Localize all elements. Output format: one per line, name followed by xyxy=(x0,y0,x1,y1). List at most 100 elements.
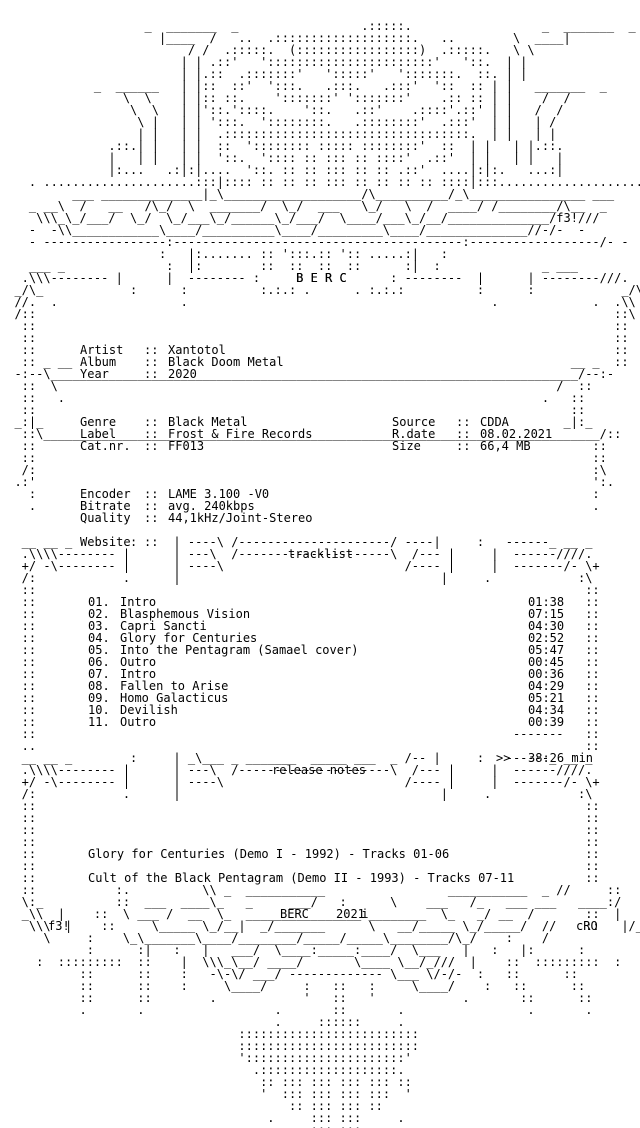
ascii-line: :: :: . ' :: ' . :: :: xyxy=(0,991,593,1005)
ascii-line: \:_ :: ___ ____\_ _ ___/ : \ ___ /_ ___ … xyxy=(0,895,622,909)
track-time: 00:36 xyxy=(528,667,565,681)
ascii-line: /: :\ xyxy=(0,463,607,477)
rdate-value: 08.02.2021 xyxy=(480,427,553,441)
ascii-line: :: :: xyxy=(0,619,600,633)
ascii-line: :: :: xyxy=(0,799,600,813)
ascii-line: .\\\\-------- | | ---\ /----------------… xyxy=(0,763,593,777)
ascii-line: - -\\____________\____/__________\____/_… xyxy=(0,223,586,237)
ascii-line: . . . :: . . . xyxy=(0,1003,593,1017)
ascii-line: _ _______ _ .:::::. _ _______ _ xyxy=(0,20,636,33)
ascii-line: . :::::: . xyxy=(0,1015,405,1029)
ascii-line: -:--\___________________________________… xyxy=(0,367,615,381)
release-note: Cult of the Black Pentagram (Demo II - 1… xyxy=(88,871,515,885)
footer-year: 2021 xyxy=(336,907,365,921)
album-value: Black Doom Metal xyxy=(168,355,284,369)
ascii-line: ::\_____________________________________… xyxy=(0,427,622,441)
ascii-line: :: :: xyxy=(0,679,600,693)
website-sep: :: xyxy=(144,535,159,549)
ascii-line: :: :: xyxy=(0,715,600,729)
ascii-line: . ::: ::: . xyxy=(0,1124,383,1128)
ascii-line: :: ------- :: xyxy=(0,727,600,741)
ascii-line: :: :: xyxy=(0,439,607,453)
ascii-line: :: :: xyxy=(0,835,600,849)
label-sep: :: xyxy=(144,427,159,441)
ascii-line: ___ _ : |: :: :: :: :: :| : _ ___ xyxy=(0,259,578,273)
track-time: 00:45 xyxy=(528,655,565,669)
label-label: Label xyxy=(80,427,117,441)
encoder-value: LAME 3.100 -V0 xyxy=(168,487,270,501)
ascii-line: . . xyxy=(0,499,600,513)
ascii-line: :: :: xyxy=(0,451,607,465)
tracklist-heading: tracklist xyxy=(288,547,354,561)
track-number: 06. xyxy=(88,655,110,669)
catnr-label: Cat.nr. xyxy=(80,439,131,453)
track-number: 02. xyxy=(88,607,110,621)
artist-value: Xantotol xyxy=(168,343,226,357)
ascii-line: :: :: xyxy=(0,667,600,681)
ascii-line: :: :: xyxy=(0,319,629,333)
ascii-line: :: :: : \____/ : :: : \____/ : :: :: xyxy=(0,979,586,993)
ascii-line: /:: ::\ xyxy=(0,307,636,321)
ascii-line: |____ / .. .:::::::::::::::::::. .. \ __… xyxy=(0,31,571,45)
ascii-line: \\\_\_/___/ \_/ \_/___\_/______\_/___/ \… xyxy=(0,211,600,225)
ascii-line: ::::::::::::::::::::::::: xyxy=(0,1027,420,1041)
ascii-line: \ \ | |:: ::. ':::::::' ':::::::' .:: ::… xyxy=(0,91,571,105)
year-sep: :: xyxy=(144,367,159,381)
track-number: 10. xyxy=(88,703,110,717)
track-number: 03. xyxy=(88,619,110,633)
source-value: CDDA xyxy=(480,415,509,429)
ascii-line: :: :: xyxy=(0,331,629,345)
track-title: Outro xyxy=(120,655,157,669)
catnr-sep: :: xyxy=(144,439,159,453)
ascii-line: +/ -\-------- | | ----\ /---- | | ------… xyxy=(0,559,600,573)
ascii-line: ::::::::::::::::::::::::: xyxy=(0,1039,420,1053)
album-label: Album xyxy=(80,355,117,369)
ascii-line: :: :: xyxy=(0,847,600,861)
ascii-line: ___ ______________|_\___________________… xyxy=(0,187,615,201)
ascii-line: - -----------------:--------------------… xyxy=(0,235,629,249)
ascii-line: _:|_ _|:_ xyxy=(0,415,593,429)
ascii-line: _\\ | :: \ ___ / __ \_ ________________i… xyxy=(0,907,622,921)
track-time: 04:34 xyxy=(528,703,565,717)
ascii-line: \ : \_\_______\____/________/_____/_____… xyxy=(0,931,550,945)
ascii-line: :: :: xyxy=(0,691,600,705)
ascii-line: .:::::::::::::::::::. xyxy=(0,1063,405,1077)
ascii-line: __ __ _ : | ----\ /---------------------… xyxy=(0,535,593,549)
track-number: 04. xyxy=(88,631,110,645)
footer-tag-right: cRO xyxy=(576,919,598,933)
track-title: Fallen to Arise xyxy=(120,679,229,693)
track-title: Intro xyxy=(120,667,157,681)
size-sep: :: xyxy=(456,439,471,453)
total-time: 38:26 min xyxy=(528,751,594,765)
genre-sep: :: xyxy=(144,415,159,429)
bitrate-value: avg. 240kbps xyxy=(168,499,255,513)
ascii-line: :: :: xyxy=(0,859,600,873)
ascii-line: .\\\-------- | | -------- : B E R C : --… xyxy=(0,271,629,285)
rdate-label: R.date xyxy=(392,427,436,441)
ascii-line: : : xyxy=(0,487,600,501)
genre-value: Black Metal xyxy=(168,415,248,429)
ascii-line: :: :: xyxy=(0,403,586,417)
year-value: 2020 xyxy=(168,367,197,381)
track-time: 04:30 xyxy=(528,619,565,633)
genre-label: Genre xyxy=(80,415,117,429)
track-title: Outro xyxy=(120,715,157,729)
source-sep: :: xyxy=(456,415,471,429)
track-title: Into the Pentagram (Samael cover) xyxy=(120,643,359,657)
ascii-line: : :| : | ___/ \____:_____:____/ \___ | :… xyxy=(0,943,586,957)
ascii-line: /: . | | . :\ xyxy=(0,571,593,585)
ascii-line: :: :: xyxy=(0,343,629,357)
track-title: Devilish xyxy=(120,703,178,717)
ascii-line: |:... .:|:|.... '::. :: :: ::: :: :: .::… xyxy=(0,163,564,177)
track-title: Capri Sancti xyxy=(120,619,207,633)
ascii-line: :: :: xyxy=(0,703,600,717)
ascii-line: \ \ | |'::.'::::. '::. .::' .::::'.::' |… xyxy=(0,103,564,117)
size-value: 66,4 MB xyxy=(480,439,531,453)
artist-sep: :: xyxy=(144,343,159,357)
ascii-line: | | | | | '::. ':::: :: ::: :: ::::' .::… xyxy=(0,151,564,165)
ascii-line: :: \ / :: xyxy=(0,379,593,393)
ascii-line: :: :: xyxy=(0,631,600,645)
encoder-label: Encoder xyxy=(80,487,131,501)
ascii-line: :: :: xyxy=(0,595,600,609)
quality-value: 44,1kHz/Joint-Stereo xyxy=(168,511,313,525)
